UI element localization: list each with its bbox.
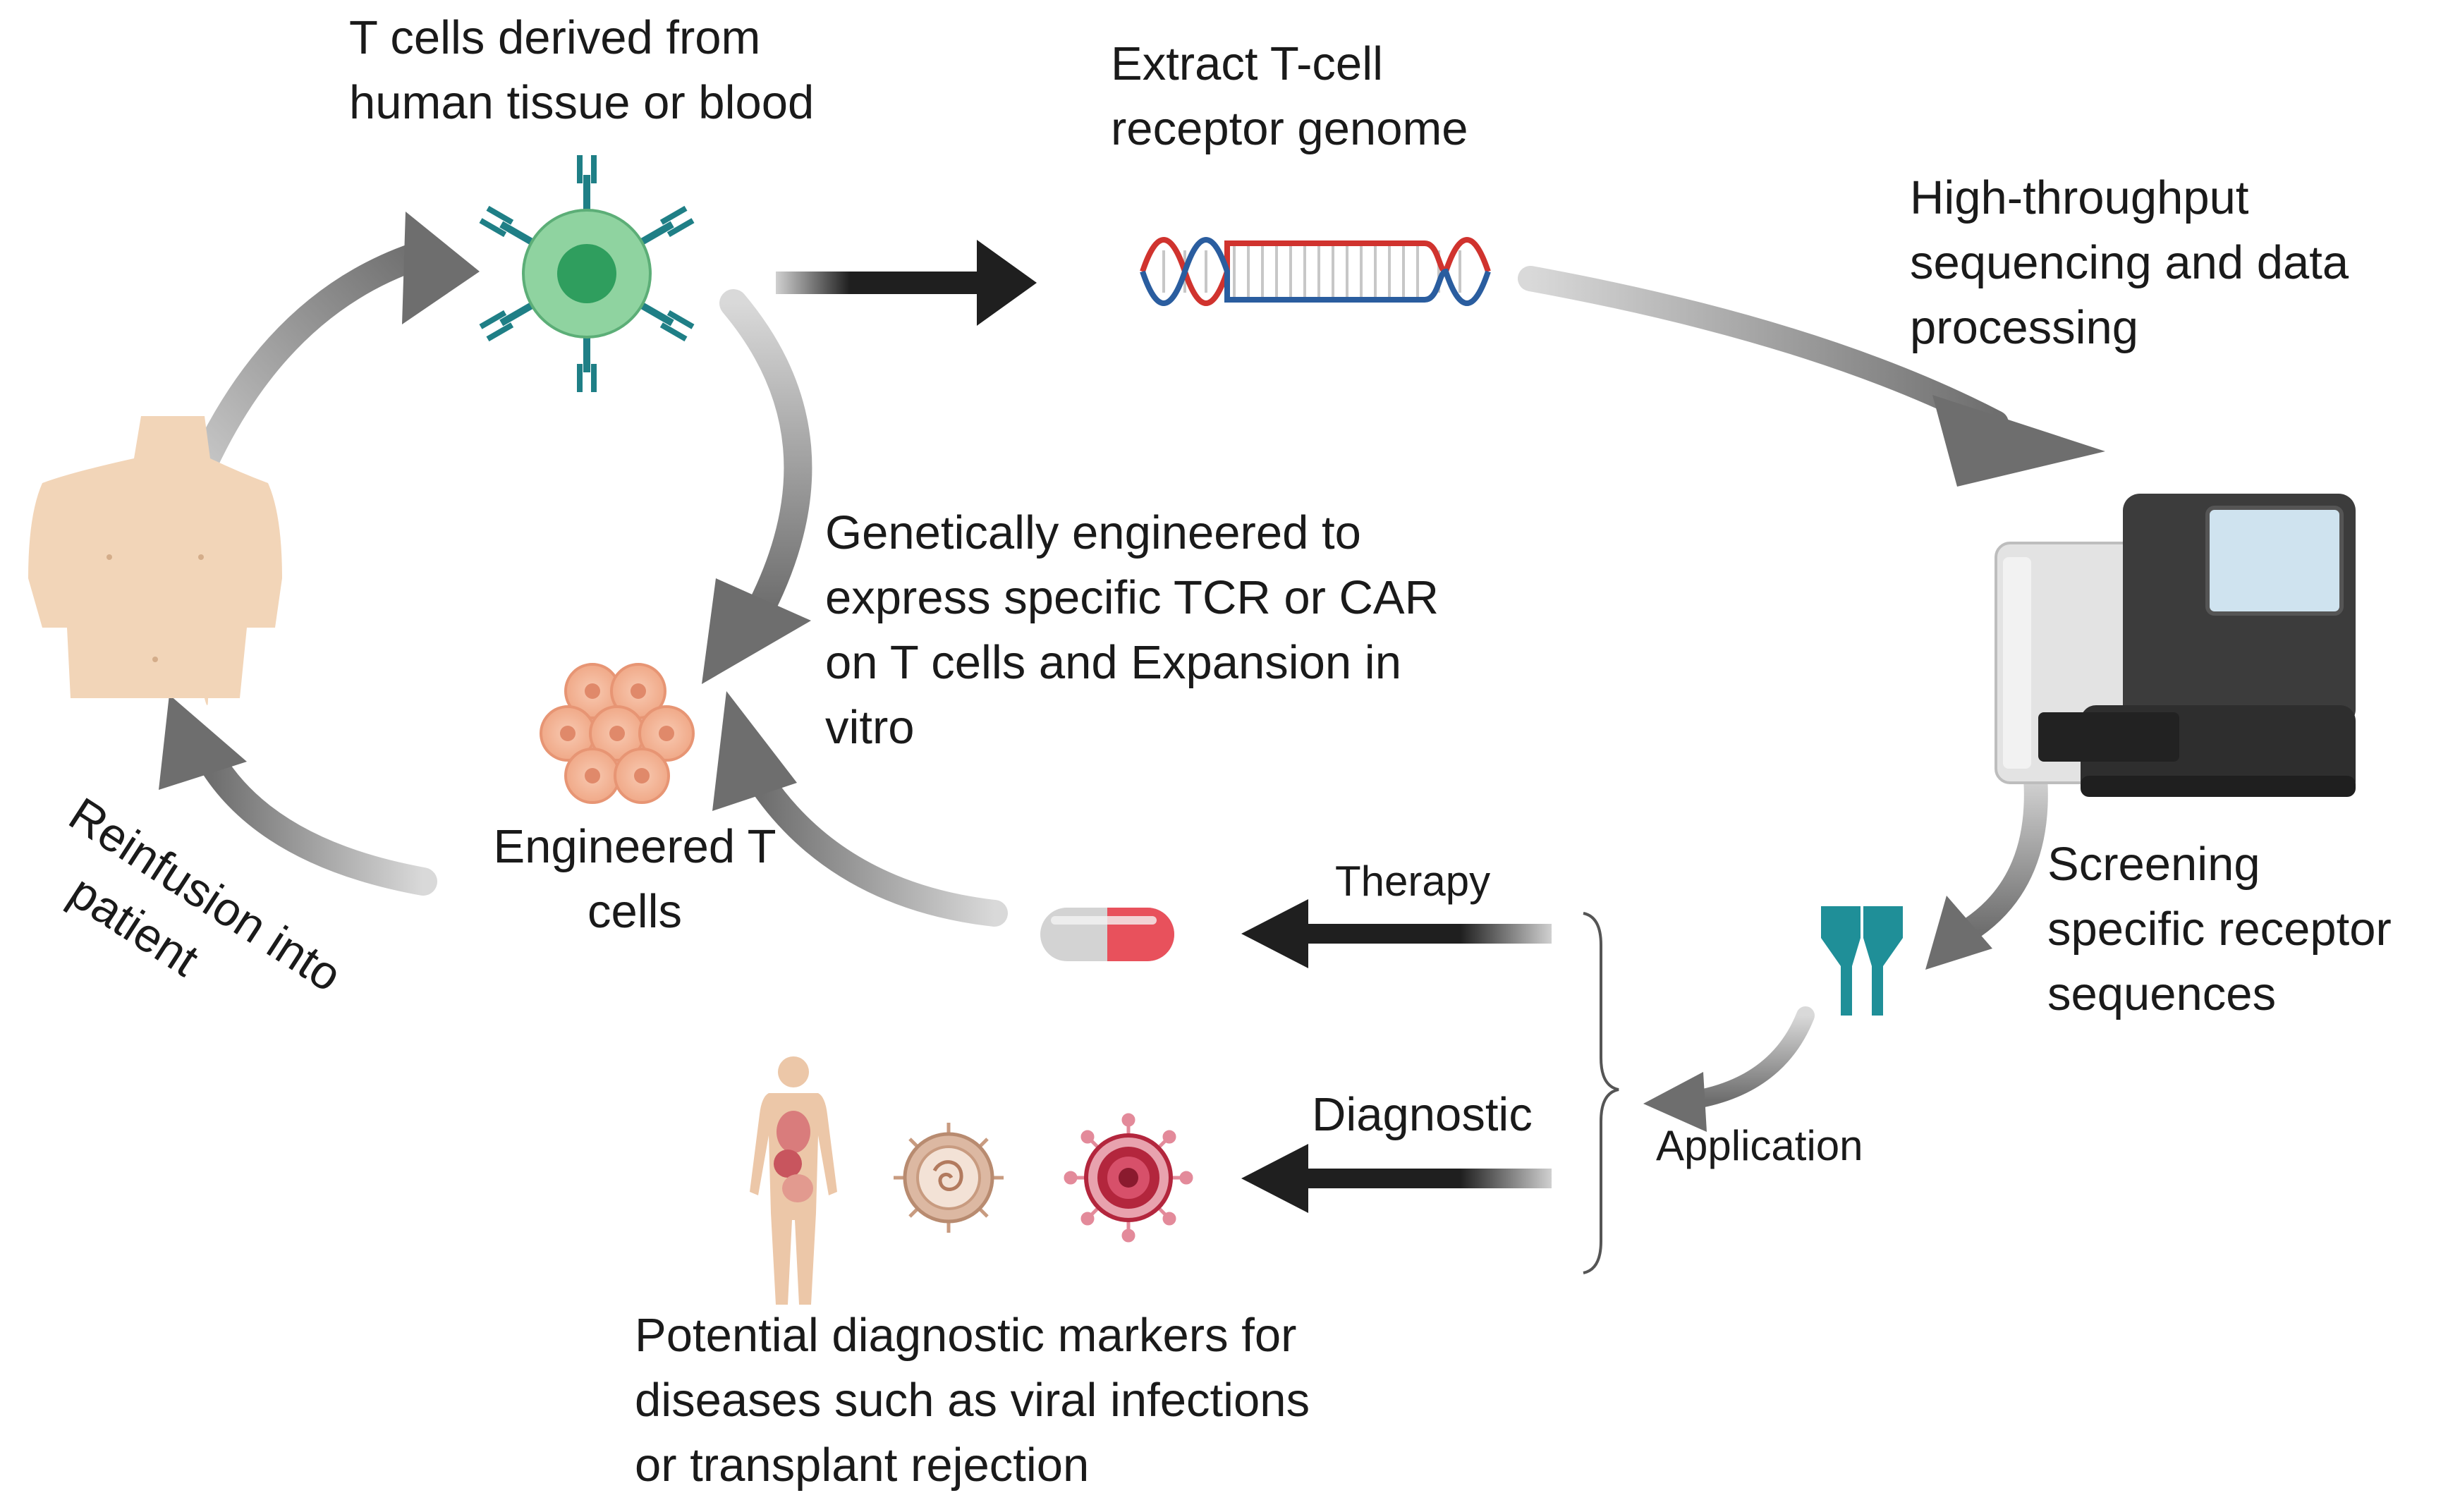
arrow-sequencer-to-receptor: [1925, 757, 2048, 970]
label-line: on T cells and Expansion in: [825, 636, 1401, 689]
virus-tan-icon: [894, 1123, 1004, 1233]
label-markers: Potential diagnostic markers for disease…: [635, 1303, 1310, 1498]
label-line: vitro: [825, 701, 915, 754]
label-therapy: Therapy: [1335, 853, 1490, 910]
label-application: Application: [1656, 1118, 1863, 1174]
label-line: Genetically engineered to: [825, 506, 1361, 559]
label-line: T cells derived from: [349, 11, 761, 64]
arrow-torso-to-tcell: [176, 212, 480, 508]
label-line: cells: [587, 885, 683, 938]
label-line: High-throughput: [1910, 171, 2249, 224]
arrow-dna-to-sequencer: [1518, 266, 2105, 487]
label-line: receptor genome: [1111, 102, 1468, 155]
label-line: diseases such as viral infections: [635, 1374, 1310, 1427]
sequencer-icon: [1995, 494, 2356, 797]
label-extract: Extract T-cell receptor genome: [1111, 32, 1468, 161]
label-diagnostic: Diagnostic: [1312, 1083, 1533, 1147]
dna-icon: [1140, 237, 1491, 306]
label-screening: Screening specific receptor sequences: [2047, 832, 2392, 1027]
human-torso-icon: [28, 416, 282, 705]
virus-red-icon: [1064, 1113, 1193, 1243]
label-engineered-cells: Engineered T cells: [476, 815, 793, 944]
t-cell-icon: [479, 155, 695, 392]
arrow-diagnostic: [1241, 1144, 1552, 1213]
label-line: Potential diagnostic markers for: [635, 1309, 1297, 1362]
label-tcells-source: T cells derived from human tissue or blo…: [349, 6, 814, 135]
label-engineering: Genetically engineered to express specif…: [825, 501, 1439, 760]
label-line: express specific TCR or CAR: [825, 571, 1439, 624]
receptor-icon: [1821, 906, 1903, 1016]
arrow-engineered-to-torso: [159, 695, 437, 896]
label-sequencing: High-throughput sequencing and data proc…: [1910, 166, 2349, 360]
arrow-tcell-to-engineered: [702, 289, 812, 684]
label-line: sequences: [2047, 968, 2277, 1020]
engineered-cells-icon: [540, 663, 695, 804]
label-line: Application: [1656, 1122, 1863, 1169]
label-line: Extract T-cell: [1111, 37, 1383, 90]
pill-icon: [1040, 908, 1174, 961]
human-anatomy-icon: [750, 1056, 837, 1305]
label-line: Therapy: [1335, 858, 1491, 905]
label-line: human tissue or blood: [349, 76, 815, 129]
arrow-receptor-to-application: [1643, 1006, 1815, 1132]
label-line: Engineered T: [493, 820, 777, 873]
arrow-pill-to-engineered: [712, 691, 1008, 927]
arrow-therapy: [1241, 899, 1552, 968]
label-line: processing: [1910, 301, 2139, 354]
label-line: Diagnostic: [1312, 1088, 1533, 1141]
label-line: Screening: [2047, 838, 2260, 891]
arrow-tcell-to-dna: [776, 240, 1037, 326]
label-line: specific receptor: [2047, 903, 2392, 956]
application-brace: [1583, 912, 1619, 1274]
label-line: sequencing and data: [1910, 236, 2349, 289]
label-line: or transplant rejection: [635, 1439, 1090, 1492]
